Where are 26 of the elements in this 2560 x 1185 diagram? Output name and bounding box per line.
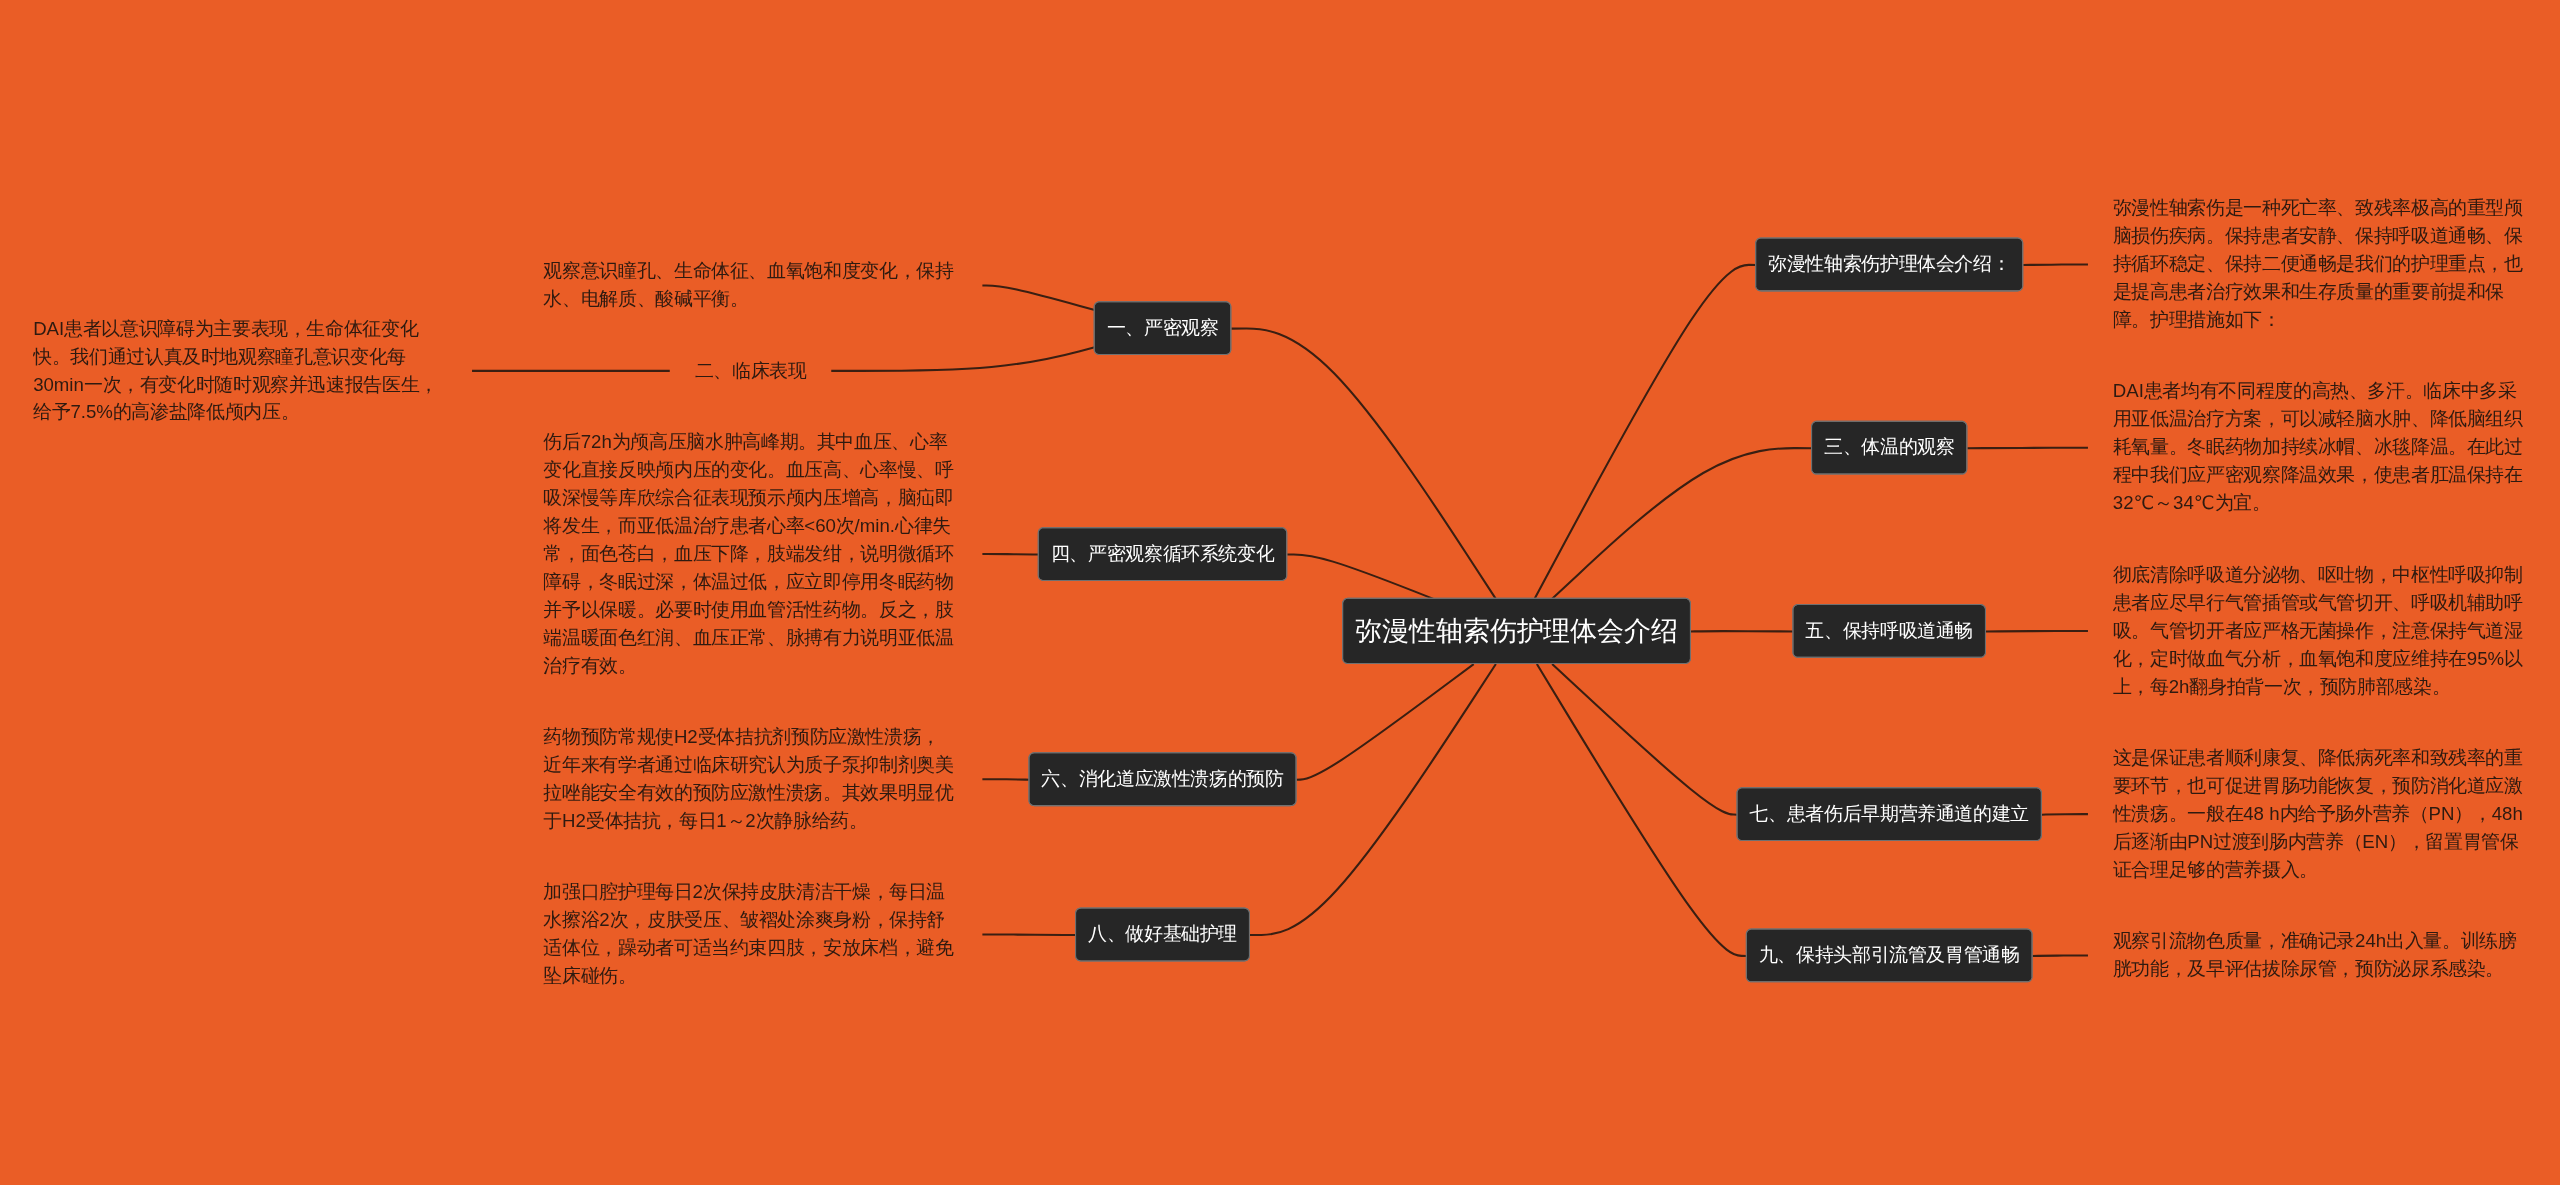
node-text: DAI患者以意识障碍为主要表现，生命体征变化快。我们通过认真及时地观察瞳孔意识变化每30min一次，有变化时随时观察并迅速报告医生，给予7.5%的高渗盐降低颅内压。 [33,318,438,423]
node-text: 药物预防常规使H2受体拮抗剂预防应激性溃疡，近年来有学者通过临床研究认为质子泵抑制剂奥美拉唑能安全有效的预防应激性溃疡。其效果明显优于H2受体拮抗，每日1～2次静脉给药。 [543,726,954,831]
connector [1551,663,1738,816]
connector [982,553,1039,556]
connector [1287,553,1434,600]
node-text: 彻底清除呼吸道分泌物、呕吐物，中枢性呼吸抑制患者应尽早行气管插管或气管切开、呼吸机辅助呼吸。气管切开者应严格无菌操作，注意保持气道湿化，定时做血气分析，血氧饱和度应维持在95%以上，每2h翻身拍背一次，预防肺部感染。 [2112,564,2523,697]
node-text: 观察意识瞳孔、生命体征、血氧饱和度变化，保持水、电解质、酸碱平衡。 [543,260,954,310]
connector [2023,263,2088,267]
node-text: 观察引流物色质量，准确记录24h出入量。训练膀胱功能，及早评估拔除尿管，预防泌尿系感染。 [2112,930,2517,980]
node-text: 弥漫性轴索伤是一种死亡率、致残率极高的重型颅脑损伤疾病。保持患者安静、保持呼吸道通畅、保持循环稳定、保持二便通畅是我们的护理重点，也是提高患者治疗效果和生存质量的重要前提和保障。护理措施如下： [2112,197,2523,331]
connector [1536,663,1747,957]
node-text: 伤后72h为颅高压脑水肿高峰期。其中血压、心率变化直接反映颅内压的变化。血压高、心率慢、呼吸深慢等库欣综合征表现预示颅内压增高，脑疝即将发生，而亚低温治疗患者心率<60次/min.心律失常，面色苍白，血压下降，肢端发绀，说明微循环障碍，冬眠过深，体温过低，应立即停用冬眠药物并予以保暖。必要时使用血管活性药物。反之，肢端温暖面色红润、血压正常、脉搏有力说明亚低温治疗有效。 [543,431,954,676]
node-text: 二、临床表现 [694,359,807,381]
connector [831,346,1095,372]
node-text: 加强口腔护理每日2次保持皮肤清洁干燥，每日温水擦浴2次，皮肤受压、皱褶处涂爽身粉，保持舒适体位，躁动者可适当约束四肢，安放床档，避免坠床碰伤。 [543,881,954,987]
connector [2032,954,2088,957]
connector [1986,629,2088,633]
connector [982,284,1095,312]
connector [1296,663,1475,781]
node-text: 这是保证患者顺利康复、降低病死率和致残率的重要环节，也可促进胃肠功能恢复，预防消化道应激性溃疡。一般在48 h内给予肠外营养（PN），48h后逐渐由PN过渡到肠内营养（EN），留置胃管保证合理足够的营养摄入。 [2112,747,2523,880]
connector [472,369,670,372]
connector [1231,327,1497,600]
connector [1967,446,2088,450]
node-text: DAI患者均有不同程度的高热、多汗。临床中多采用亚低温治疗方案，可以减轻脑水肿、降低脑组织耗氧量。冬眠药物加持续冰帽、冰毯降温。在此过程中我们应严密观察降温效果，使患者肛温保持在32℃～34℃为宜。 [2112,380,2523,514]
connector [1249,663,1497,937]
connector [2041,813,2088,816]
